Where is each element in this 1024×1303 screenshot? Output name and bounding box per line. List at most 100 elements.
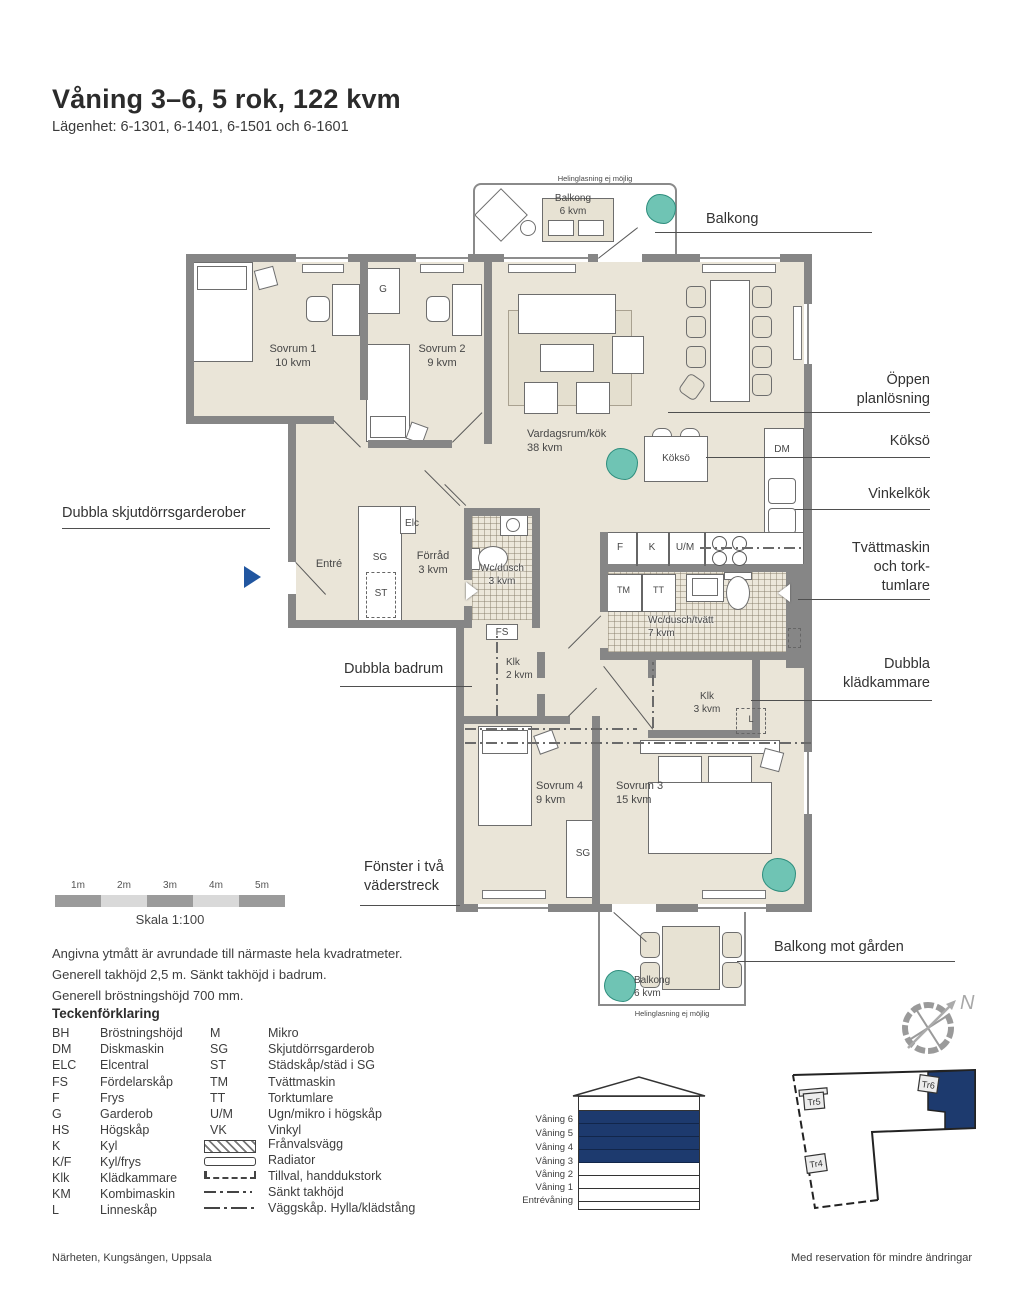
callout-line [795, 509, 930, 510]
outdoor-table [662, 926, 720, 990]
page-title: Våning 3–6, 5 rok, 122 kvm [52, 84, 401, 114]
legend-label: Kyl/frys [100, 1155, 141, 1169]
entrance-opening [288, 562, 296, 594]
legend-label: Garderob [100, 1107, 153, 1121]
radiator [482, 890, 546, 899]
sink [768, 508, 796, 534]
legend-label: Bröstningshöjd [100, 1026, 183, 1040]
legend-label: Radiator [268, 1153, 316, 1167]
sofa [518, 294, 616, 334]
wall [786, 564, 804, 668]
wall [804, 254, 812, 912]
wall [752, 652, 760, 738]
desk-chair [306, 296, 330, 322]
fixture-label-tm: TM [617, 585, 630, 595]
wall [186, 254, 812, 262]
stairwell-label: Tr6 [921, 1079, 935, 1091]
radiator-symbol [204, 1157, 256, 1166]
legend-key: L [52, 1203, 59, 1217]
legend-label: Städskåp/städ i SG [268, 1058, 376, 1072]
room-label-klk3: Klk 3 kvm [693, 691, 721, 715]
towel-dryer-option [788, 628, 801, 648]
wall [464, 508, 540, 516]
fixture-label-sg-sovrum4: SG [575, 848, 591, 859]
desk [452, 284, 482, 336]
dining-chair [752, 346, 772, 368]
legend-label: Frånvalsvägg [268, 1137, 344, 1151]
wall [360, 254, 368, 400]
elevation-row-highlight [579, 1124, 699, 1137]
door-marker [778, 584, 790, 602]
radiator [302, 264, 344, 273]
dash-dot-symbol [204, 1191, 252, 1193]
wall [537, 694, 545, 724]
fixture-label-l: L [748, 714, 754, 724]
callout-double-closets: Dubbla klädkammare [842, 656, 930, 691]
north-label: N [960, 992, 975, 1014]
lowered-ceiling-line [465, 742, 811, 744]
fixture-label-sg: SG [372, 552, 388, 563]
wall [464, 508, 472, 580]
cleaning-cabinet [366, 572, 396, 618]
callout-line [737, 961, 955, 962]
wall [186, 416, 296, 424]
dining-chair [752, 374, 772, 396]
elevation-row-highlight [579, 1150, 699, 1163]
linen-cabinet [736, 708, 766, 734]
scale-tick: 2m [117, 880, 131, 891]
wall [464, 606, 472, 628]
radiator [508, 264, 576, 273]
fixture-label-k: K [648, 542, 656, 553]
fixture-label-g: G [379, 284, 387, 295]
callout-line [655, 232, 872, 233]
fixture-label-st: ST [374, 588, 388, 599]
callout-kitchen-island: Köksö [889, 433, 930, 449]
distribution-cabinet [486, 624, 518, 640]
window [416, 254, 468, 262]
cabinet-divider [636, 532, 638, 566]
legend-label: Tillval, handdukstork [268, 1169, 382, 1183]
scale-segment [101, 895, 147, 907]
tree-icon [762, 858, 796, 892]
cabinet-divider [668, 532, 670, 566]
elevation-attic [579, 1097, 699, 1111]
room-label-entre: Entré [315, 558, 343, 570]
scale-segment [239, 895, 285, 907]
hatched-wall-symbol [204, 1140, 256, 1153]
legend-label: Fördelarskåp [100, 1075, 173, 1089]
elevation-floor-label: Våning 2 [535, 1169, 573, 1180]
fixture-label-fs: FS [495, 627, 509, 638]
fixture-label-elc: Elc [405, 518, 419, 529]
wall [532, 508, 540, 628]
scale-tick: 4m [209, 880, 223, 891]
room-label-wcduschtvatt: Wc/dusch/tvätt 7 kvm [648, 615, 714, 639]
legend-label: Elcentral [100, 1058, 149, 1072]
cabinet-divider [704, 532, 706, 566]
window [804, 752, 812, 814]
elevation-floor-label: Entrévåning [522, 1195, 573, 1206]
lowered-ceiling-line [652, 662, 654, 728]
note-line: Generell bröstningshöjd 700 mm. [52, 988, 244, 1003]
legend-label: Mikro [268, 1026, 299, 1040]
legend-label: Tvättmaskin [268, 1075, 336, 1089]
site-plan: N Tr6 Tr5 Tr4 [792, 992, 976, 1210]
window [804, 304, 812, 364]
toilet [726, 576, 750, 610]
towel-dryer-symbol [204, 1170, 256, 1179]
legend-key: TT [210, 1091, 226, 1105]
wall [456, 620, 464, 912]
legend-key: K [52, 1139, 61, 1153]
elevation-row [579, 1176, 699, 1189]
wall [288, 416, 334, 424]
pillow [197, 266, 247, 290]
legend-label: Vinkyl [268, 1123, 302, 1137]
highlighted-unit [927, 1069, 976, 1130]
outdoor-chair [640, 962, 660, 988]
room-label-sovrum2: Sovrum 2 9 kvm [418, 343, 466, 370]
lowered-ceiling-line [496, 634, 498, 716]
page-subtitle: Lägenhet: 6-1301, 6-1401, 6-1501 och 6-1… [52, 119, 349, 135]
wall [186, 254, 194, 424]
sofa-cushion [548, 220, 574, 236]
radiator [420, 264, 464, 273]
radiator [793, 306, 802, 360]
